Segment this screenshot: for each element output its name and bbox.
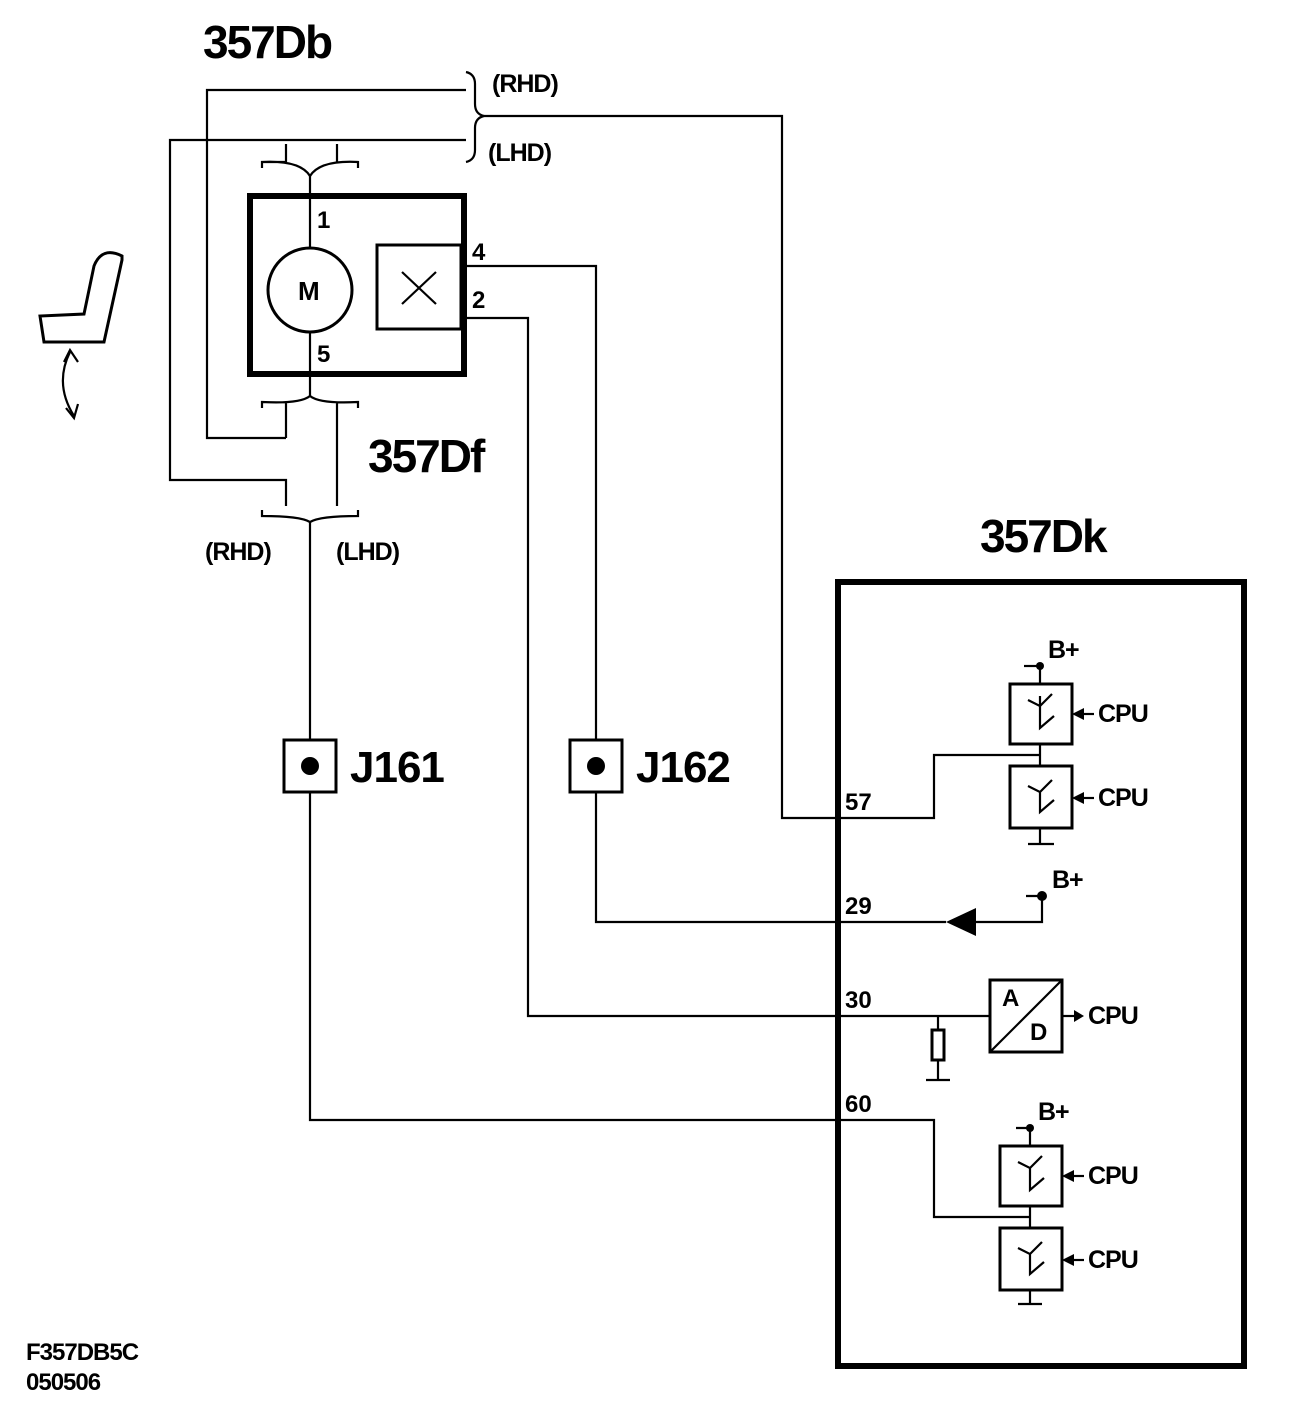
wire-to-pin-60 bbox=[308, 792, 835, 1122]
adc-a-label: A bbox=[1002, 985, 1019, 1012]
position-sensor-box bbox=[375, 243, 463, 331]
switch-connector-label: 357Db bbox=[203, 16, 332, 68]
cpu-1-label: CPU bbox=[1098, 700, 1148, 728]
wire-to-pin-30 bbox=[462, 316, 835, 1018]
pin-29-input-stage bbox=[838, 891, 1047, 936]
pin-5-label: 5 bbox=[317, 341, 330, 368]
control-module-housing bbox=[835, 579, 1247, 1369]
cpu-4-label: CPU bbox=[1088, 1162, 1138, 1190]
motor-symbol-label: M bbox=[298, 276, 320, 306]
junction-j162-label: J162 bbox=[636, 743, 730, 792]
cpu-5-label: CPU bbox=[1088, 1246, 1138, 1274]
figure-code: F357DB5C bbox=[26, 1339, 139, 1366]
adc-stage bbox=[838, 978, 1084, 1082]
module-pin-60-label: 60 bbox=[845, 1091, 872, 1118]
supply-2-label: B+ bbox=[1052, 866, 1083, 894]
pin-4-label: 4 bbox=[472, 239, 486, 266]
top-connector-brace bbox=[260, 144, 360, 179]
control-module-label: 357Dk bbox=[980, 510, 1108, 562]
wire-to-pin-57 bbox=[484, 114, 835, 820]
lhd-bottom-label: (LHD) bbox=[336, 538, 400, 566]
bottom-connector-brace bbox=[260, 394, 360, 506]
lower-half-bridge bbox=[838, 1118, 1084, 1306]
lhd-top-label: (LHD) bbox=[488, 139, 552, 167]
module-pin-30-label: 30 bbox=[845, 987, 872, 1014]
wire-to-pin-29 bbox=[594, 792, 835, 924]
bottom-selection-brace bbox=[260, 510, 360, 524]
motor-connector-label: 357Df bbox=[368, 430, 486, 482]
lhd-loop-wire bbox=[168, 138, 466, 506]
top-bracket-brace bbox=[465, 70, 485, 164]
junction-j162-dot bbox=[587, 757, 605, 775]
module-pin-29-label: 29 bbox=[845, 893, 872, 920]
motor-switch-housing bbox=[247, 193, 467, 377]
junction-j161-dot bbox=[301, 757, 319, 775]
supply-1-label: B+ bbox=[1048, 636, 1079, 664]
junction-j161-label: J161 bbox=[350, 743, 444, 792]
upper-half-bridge bbox=[838, 662, 1094, 846]
supply-3-label: B+ bbox=[1038, 1098, 1069, 1126]
pin-2-label: 2 bbox=[472, 287, 485, 314]
cpu-2-label: CPU bbox=[1098, 784, 1148, 812]
rhd-bottom-label: (RHD) bbox=[205, 538, 271, 566]
module-pin-57-label: 57 bbox=[845, 789, 872, 816]
position-sensor-cross-icon bbox=[401, 271, 437, 305]
pin-1-label: 1 bbox=[317, 207, 330, 234]
adc-d-label: D bbox=[1030, 1019, 1047, 1046]
cpu-3-label: CPU bbox=[1088, 1002, 1138, 1030]
wire-pin-4 bbox=[462, 264, 598, 740]
rhd-loop-wire bbox=[205, 88, 466, 440]
rhd-top-label: (RHD) bbox=[492, 70, 558, 98]
seat-icon bbox=[38, 251, 124, 421]
figure-date: 050506 bbox=[26, 1369, 101, 1396]
